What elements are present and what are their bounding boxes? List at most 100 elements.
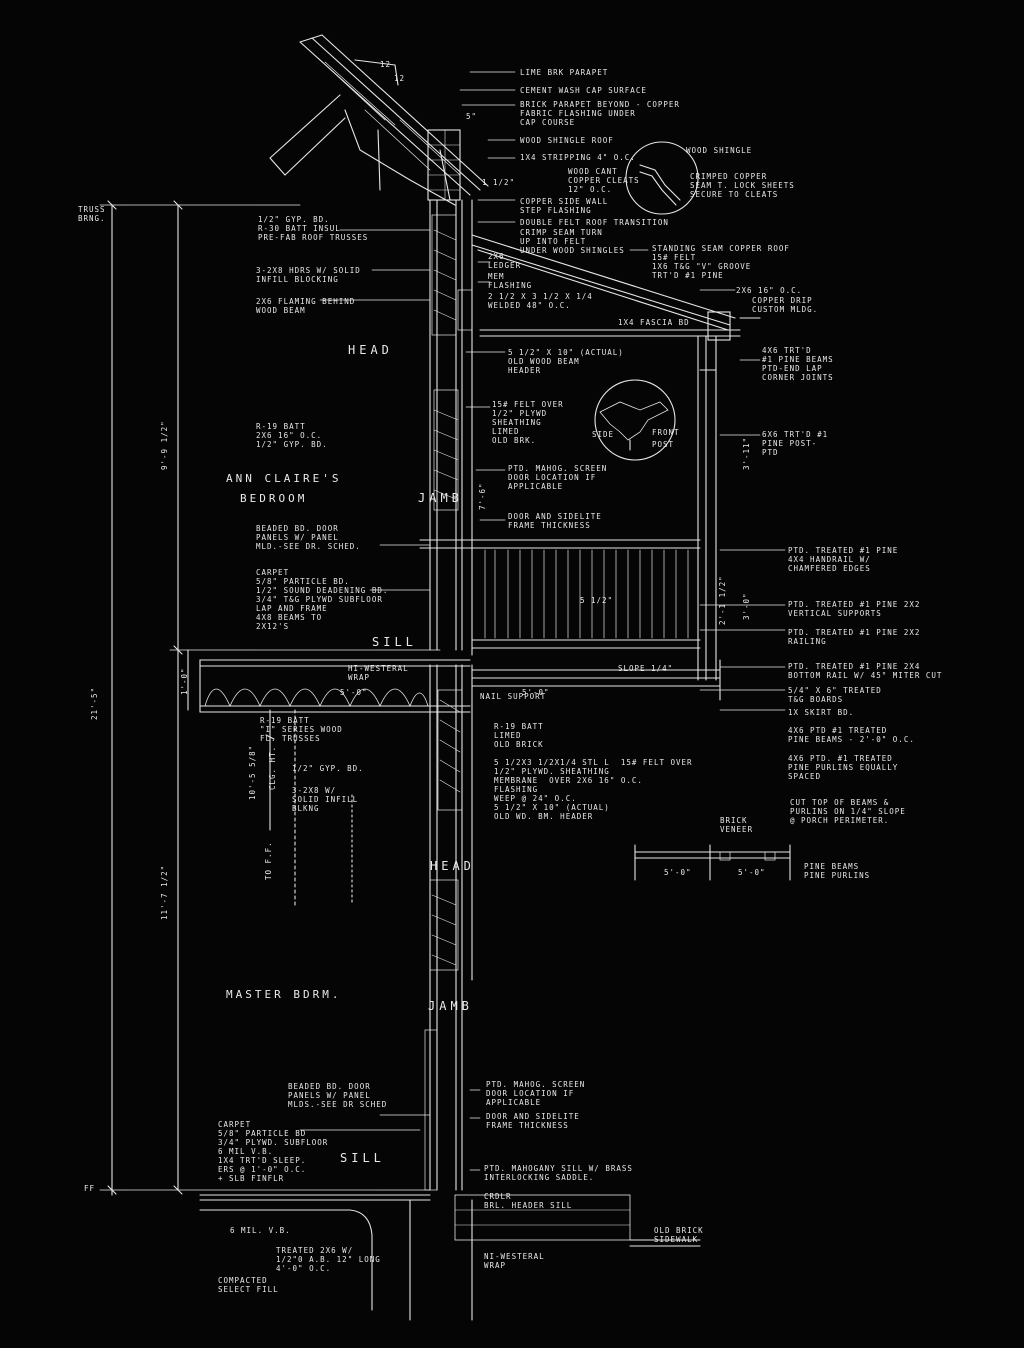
wall-insulation-note: R-19 BATT 2x6 16" O.C. 1/2" GYP. BD. bbox=[256, 422, 328, 449]
headers-note: 3-2x8 HDRS W/ SOLID INFILL BLOCKING bbox=[256, 266, 361, 284]
vapor-barrier-note: 6 MIL. V.B. bbox=[230, 1226, 291, 1235]
ceiling-height-label: CLG. HT. bbox=[268, 745, 277, 790]
sheathing-note: 15# FELT OVER 1/2" PLYWD SHEATHING LIMED… bbox=[492, 400, 564, 445]
porch-depth-dimension-b: 5'-0" bbox=[522, 688, 550, 697]
lower-header-note: 5 1/2x3 1/2x1/4 STL L 15# FELT OVER 1/2"… bbox=[494, 758, 693, 821]
ceiling-height-dimension: 10'-5 5/8" bbox=[248, 744, 257, 800]
porch-post bbox=[697, 335, 717, 681]
floor-layers-note: CARPET 5/8" PARTICLE BD. 1/2" SOUND DEAD… bbox=[256, 568, 389, 631]
wood-shingle-note: WOOD SHINGLE bbox=[686, 146, 753, 155]
cant-note: WOOD CANT COPPER CLEATS 12" O.C. bbox=[568, 167, 640, 194]
screen-door-lower-note: PTD. MAHOG. SCREEN DOOR LOCATION IF APPL… bbox=[486, 1080, 586, 1107]
rail-height-dimension-b: 3'-0" bbox=[742, 592, 751, 620]
floor-lower-note: CARPET 5/8" PARTICLE BD 3/4" PLYWD. SUBF… bbox=[218, 1120, 329, 1183]
beam-header-note: 5 1/2" x 10" (ACTUAL) OLD WOOD BEAM HEAD… bbox=[508, 348, 624, 375]
five-inch-dimension: 5" bbox=[466, 112, 478, 121]
railing-note: PTD. TREATED #1 PINE 2x2 RAILING bbox=[788, 628, 921, 646]
door-panels-lower-note: BEADED BD. DOOR PANELS W/ PANEL MLDS.-SE… bbox=[288, 1082, 388, 1109]
copper-drip-note: COPPER DRIP CUSTOM MLDG. bbox=[752, 296, 819, 314]
skirt-board-note: 1x SKIRT BD. bbox=[788, 708, 855, 717]
brick-parapet-note: BRICK PARAPET BEYOND - COPPER FABRIC FLA… bbox=[520, 100, 680, 127]
stripping-note: 1x4 STRIPPING 4" O.C. bbox=[520, 153, 636, 162]
parapet-note: LIME BRK PARAPET bbox=[520, 68, 609, 77]
purlins-note: 4x6 PTD. #1 TREATED PINE PURLINS EQUALLY… bbox=[788, 754, 899, 781]
jamb-label-upper: JAMB bbox=[418, 491, 463, 505]
floor-depth-dimension: 1'-0" bbox=[180, 667, 189, 695]
shingle-roof-note: WOOD SHINGLE ROOF bbox=[520, 136, 614, 145]
framing-key-dimension-a: 5'-0" bbox=[664, 868, 692, 877]
side-wall-flashing-note: COPPER SIDE WALL STEP FLASHING bbox=[520, 197, 609, 215]
rafters-note: 2x6 16" O.C. bbox=[736, 286, 803, 295]
crimp-note: CRIMP SEAM TURN UP INTO FELT UNDER WOOD … bbox=[520, 228, 625, 255]
mahogany-sill-note: PTD. MAHOGANY SILL W/ BRASS INTERLOCKING… bbox=[484, 1164, 633, 1182]
porch-railing bbox=[471, 539, 721, 701]
main-roof bbox=[269, 34, 489, 206]
membrane-note: MEM FLASHING bbox=[488, 272, 533, 290]
story-dimension-lines bbox=[169, 200, 441, 1195]
porch-framing-key bbox=[634, 844, 791, 881]
screen-door-note: PTD. MAHOG. SCREEN DOOR LOCATION IF APPL… bbox=[508, 464, 608, 491]
crimped-copper-note: CRIMPED COPPER SEAM T. LOCK SHEETS SECUR… bbox=[690, 172, 795, 199]
fill-note: COMPACTED SELECT FILL bbox=[218, 1276, 279, 1294]
finish-floor-mark: FF bbox=[84, 1184, 96, 1193]
pine-beams-note: 4x6 PTD #1 TREATED PINE BEAMS - 2'-0" O.… bbox=[788, 726, 915, 744]
sill-label-lower: SILL bbox=[340, 1151, 385, 1165]
sidelite-lower-note: DOOR AND SIDELITE FRAME THICKNESS bbox=[486, 1112, 580, 1130]
beams-purlins-key-note: PINE BEAMS PINE PURLINS bbox=[804, 862, 871, 880]
cut-top-note: CUT TOP OF BEAMS & PURLINS ON 1/4" SLOPE… bbox=[790, 798, 906, 825]
exterior-wall-upper bbox=[419, 199, 481, 656]
door-panels-note: BEADED BD. DOOR PANELS W/ PANEL MLD.-SEE… bbox=[256, 524, 361, 551]
leader-lines bbox=[299, 71, 786, 1171]
post-detail-side: SIDE bbox=[592, 430, 615, 439]
slope-note: SLOPE 1/4" bbox=[618, 664, 674, 673]
room-label-upper-line2: BEDROOM bbox=[240, 492, 308, 505]
standing-seam-note: STANDING SEAM COPPER ROOF 15# FELT 1x6 T… bbox=[652, 244, 790, 280]
jamb-label-lower: JAMB bbox=[428, 999, 473, 1013]
brick-sill-note: CRDLR BRL. HEADER SILL bbox=[484, 1192, 573, 1210]
anchor-bolts-note: TREATED 2x6 W/ 1/2"0 A.B. 12" LONG 4'-0"… bbox=[276, 1246, 381, 1273]
porch-roof bbox=[471, 234, 761, 341]
room-label-upper-line1: ANN CLAIRE'S bbox=[226, 472, 342, 485]
exterior-wall-lower bbox=[424, 664, 473, 1191]
roof-pitch-rise: 12 bbox=[394, 74, 406, 83]
one-half-dimension: 1 1/2" bbox=[482, 178, 516, 187]
handrail-note: PTD. TREATED #1 PINE 4x4 HANDRAIL W/ CHA… bbox=[788, 546, 899, 573]
head-label-upper: HEAD bbox=[348, 343, 393, 357]
floor-truss-note: R-19 BATT "I" SERIES WOOD FL. TRUSSES bbox=[260, 716, 343, 743]
overall-dimension-line bbox=[99, 200, 431, 1196]
ceiling-note: 1/2" GYP. BD. R-30 BATT INSUL PRE-FAB RO… bbox=[258, 215, 369, 242]
sidewalk-note: OLD BRICK SIDEWALK bbox=[654, 1226, 704, 1244]
post-detail-post: POST bbox=[652, 440, 675, 449]
framing-key-dimension-b: 5'-0" bbox=[738, 868, 766, 877]
overall-height-dimension: 21'-5" bbox=[90, 686, 99, 720]
ledger-note: 2x6 LEDGER bbox=[488, 252, 522, 270]
post-detail-front: FRONT bbox=[652, 428, 680, 437]
sidelite-note: DOOR AND SIDELITE FRAME THICKNESS bbox=[508, 512, 602, 530]
porch-beams-note: 4x6 TRT'D #1 PINE BEAMS PTD-END LAP CORN… bbox=[762, 346, 834, 382]
gyp-note: 1/2" GYP. BD. bbox=[292, 764, 364, 773]
door-height-dimension: 7'-6" bbox=[478, 482, 487, 510]
wrap-note: HI-WESTERAL WRAP bbox=[348, 664, 409, 682]
baluster-dimension: 5 1/2" bbox=[580, 596, 614, 605]
roof-pitch-run: 12 bbox=[380, 60, 392, 69]
bottom-rail-note: PTD. TREATED #1 PINE 2x4 BOTTOM RAIL W/ … bbox=[788, 662, 943, 680]
parapet-wall bbox=[427, 129, 461, 201]
fascia-note: 1x4 FASCIA BD bbox=[618, 318, 690, 327]
lower-story-dimension: 11'-7 1/2" bbox=[160, 864, 169, 920]
shingle-detail bbox=[625, 141, 699, 215]
lower-wall-note: R-19 BATT LIMED OLD BRICK bbox=[494, 722, 544, 749]
second-floor-assembly bbox=[199, 659, 471, 713]
to-finish-floor-label: TO F.F. bbox=[264, 841, 273, 880]
steel-angle-note: 2 1/2 x 3 1/2 x 1/4 WELDED 48" O.C. bbox=[488, 292, 593, 310]
head-label-lower: HEAD bbox=[430, 859, 475, 873]
tg-boards-note: 5/4" x 6" TREATED T&G BOARDS bbox=[788, 686, 882, 704]
cap-note: CEMENT WASH CAP SURFACE bbox=[520, 86, 647, 95]
upper-story-dimension: 9'-9 1/2" bbox=[160, 420, 169, 470]
foundation bbox=[199, 1194, 701, 1321]
rail-height-dimension-a: 2'-1 1/2" bbox=[718, 575, 727, 625]
porch-post-note: 6x6 TRT'D #1 PINE POST- PTD bbox=[762, 430, 829, 457]
nail-support-note: NAIL SUPPORT bbox=[480, 692, 547, 701]
framing-note: 2x6 FLAMING BEHIND WOOD BEAM bbox=[256, 297, 356, 315]
